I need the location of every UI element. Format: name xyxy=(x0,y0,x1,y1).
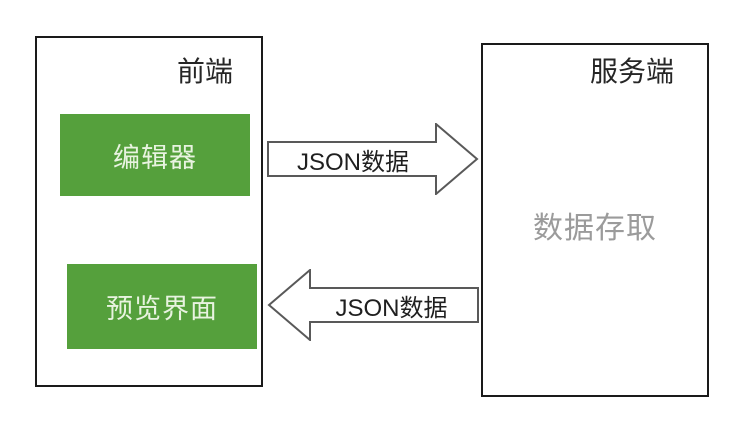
editor-node-label: 编辑器 xyxy=(113,142,197,173)
arrow-left-icon xyxy=(267,269,479,341)
arrow-left-label: JSON数据 xyxy=(335,294,448,322)
preview-node: 预览界面 xyxy=(67,264,257,349)
frontend-title: 前端 xyxy=(177,56,234,87)
preview-node-label: 预览界面 xyxy=(106,294,218,324)
editor-node: 编辑器 xyxy=(60,114,250,196)
server-content-label: 数据存取 xyxy=(533,212,657,245)
arrow-right-label: JSON数据 xyxy=(296,148,409,176)
server-title: 服务端 xyxy=(590,56,675,87)
server-box xyxy=(481,43,709,397)
arrow-right-icon xyxy=(267,123,479,195)
